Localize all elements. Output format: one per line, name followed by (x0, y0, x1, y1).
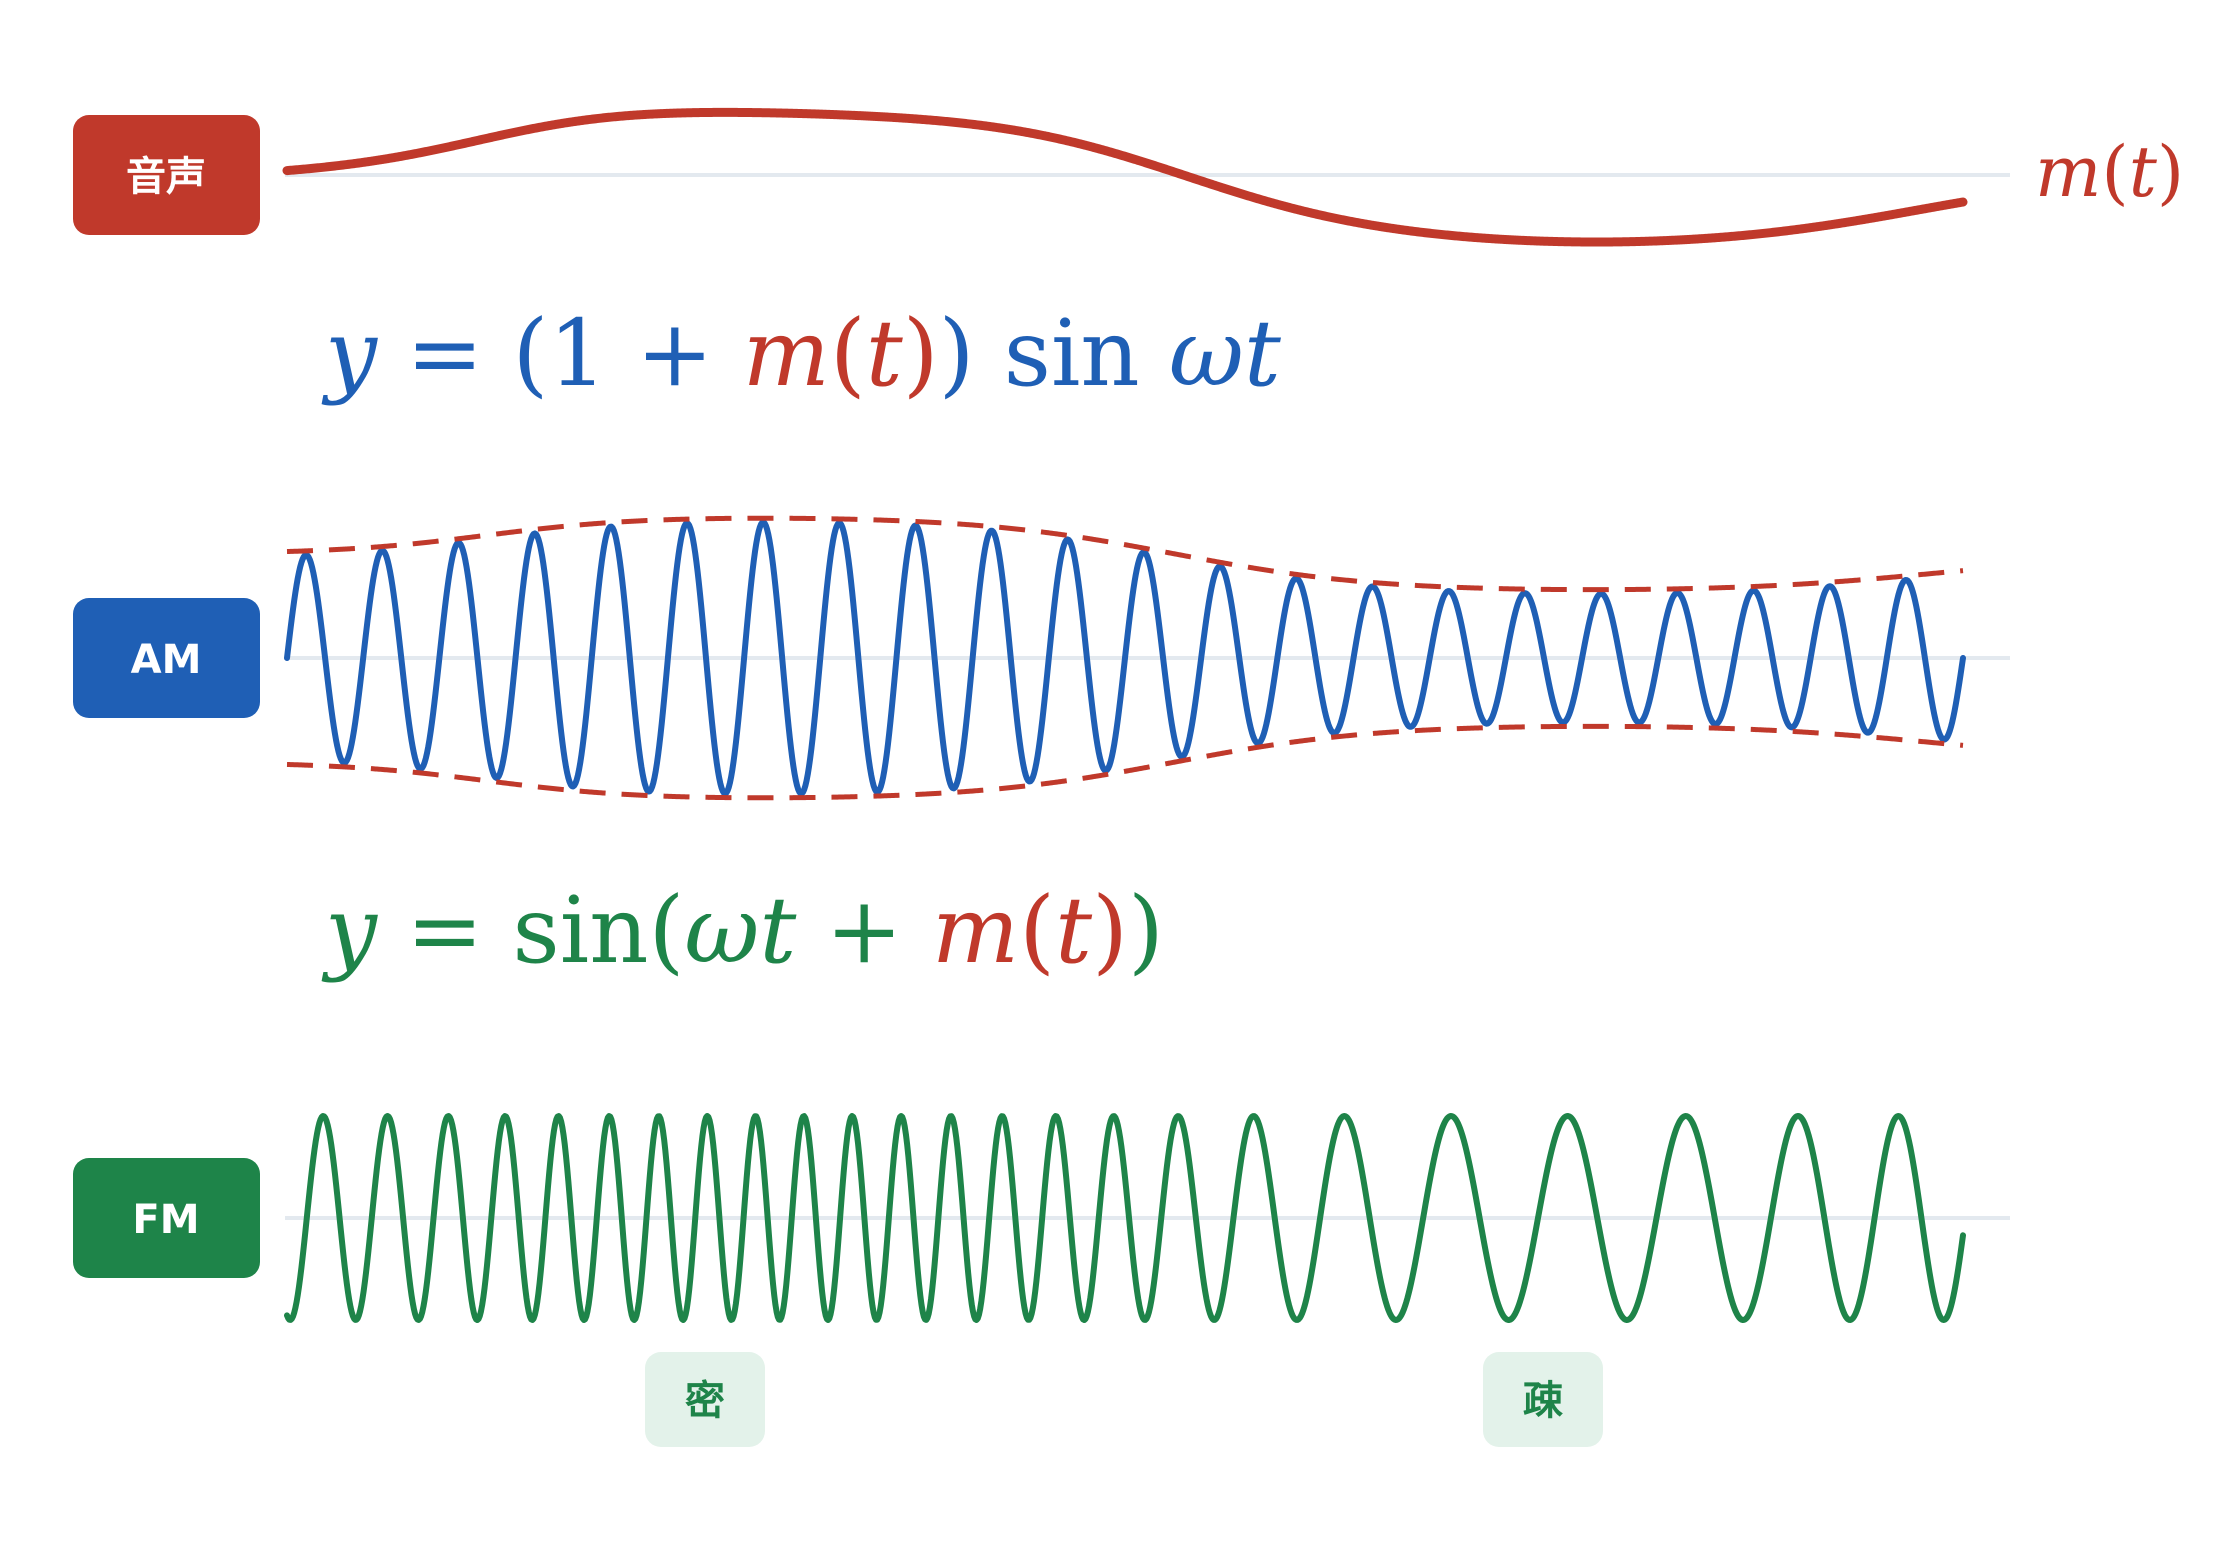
am-envelope-lower (286, 723, 1964, 801)
voice-waveform (282, 107, 1968, 247)
am-badge-label: AM (131, 637, 202, 683)
am-carrier-wave (284, 519, 1966, 797)
fm-badge (73, 1158, 260, 1278)
voice-end-label: m(t) (2035, 131, 2184, 213)
voice-badge (73, 115, 260, 235)
voice-row: 音声 m(t) (73, 107, 2184, 247)
am-formula: y = (1 + m(t)) sin ωt (321, 300, 1282, 407)
am-envelope-upper (286, 515, 1964, 593)
am-row: AM (73, 515, 2010, 801)
am-badge (73, 598, 260, 718)
voice-badge-label: 音声 (126, 154, 206, 200)
fm-badge-label: FM (132, 1197, 199, 1243)
fm-row: FM 密 疎 (73, 1113, 2010, 1447)
fm-sparse-tag (1483, 1352, 1603, 1447)
fm-formula: y = sin(ωt + m(t)) (321, 877, 1164, 984)
fm-carrier-wave (284, 1113, 1966, 1323)
fm-dense-tag (645, 1352, 765, 1447)
fm-sparse-tag-label: 疎 (1523, 1378, 1563, 1424)
fm-dense-tag-label: 密 (685, 1378, 725, 1424)
